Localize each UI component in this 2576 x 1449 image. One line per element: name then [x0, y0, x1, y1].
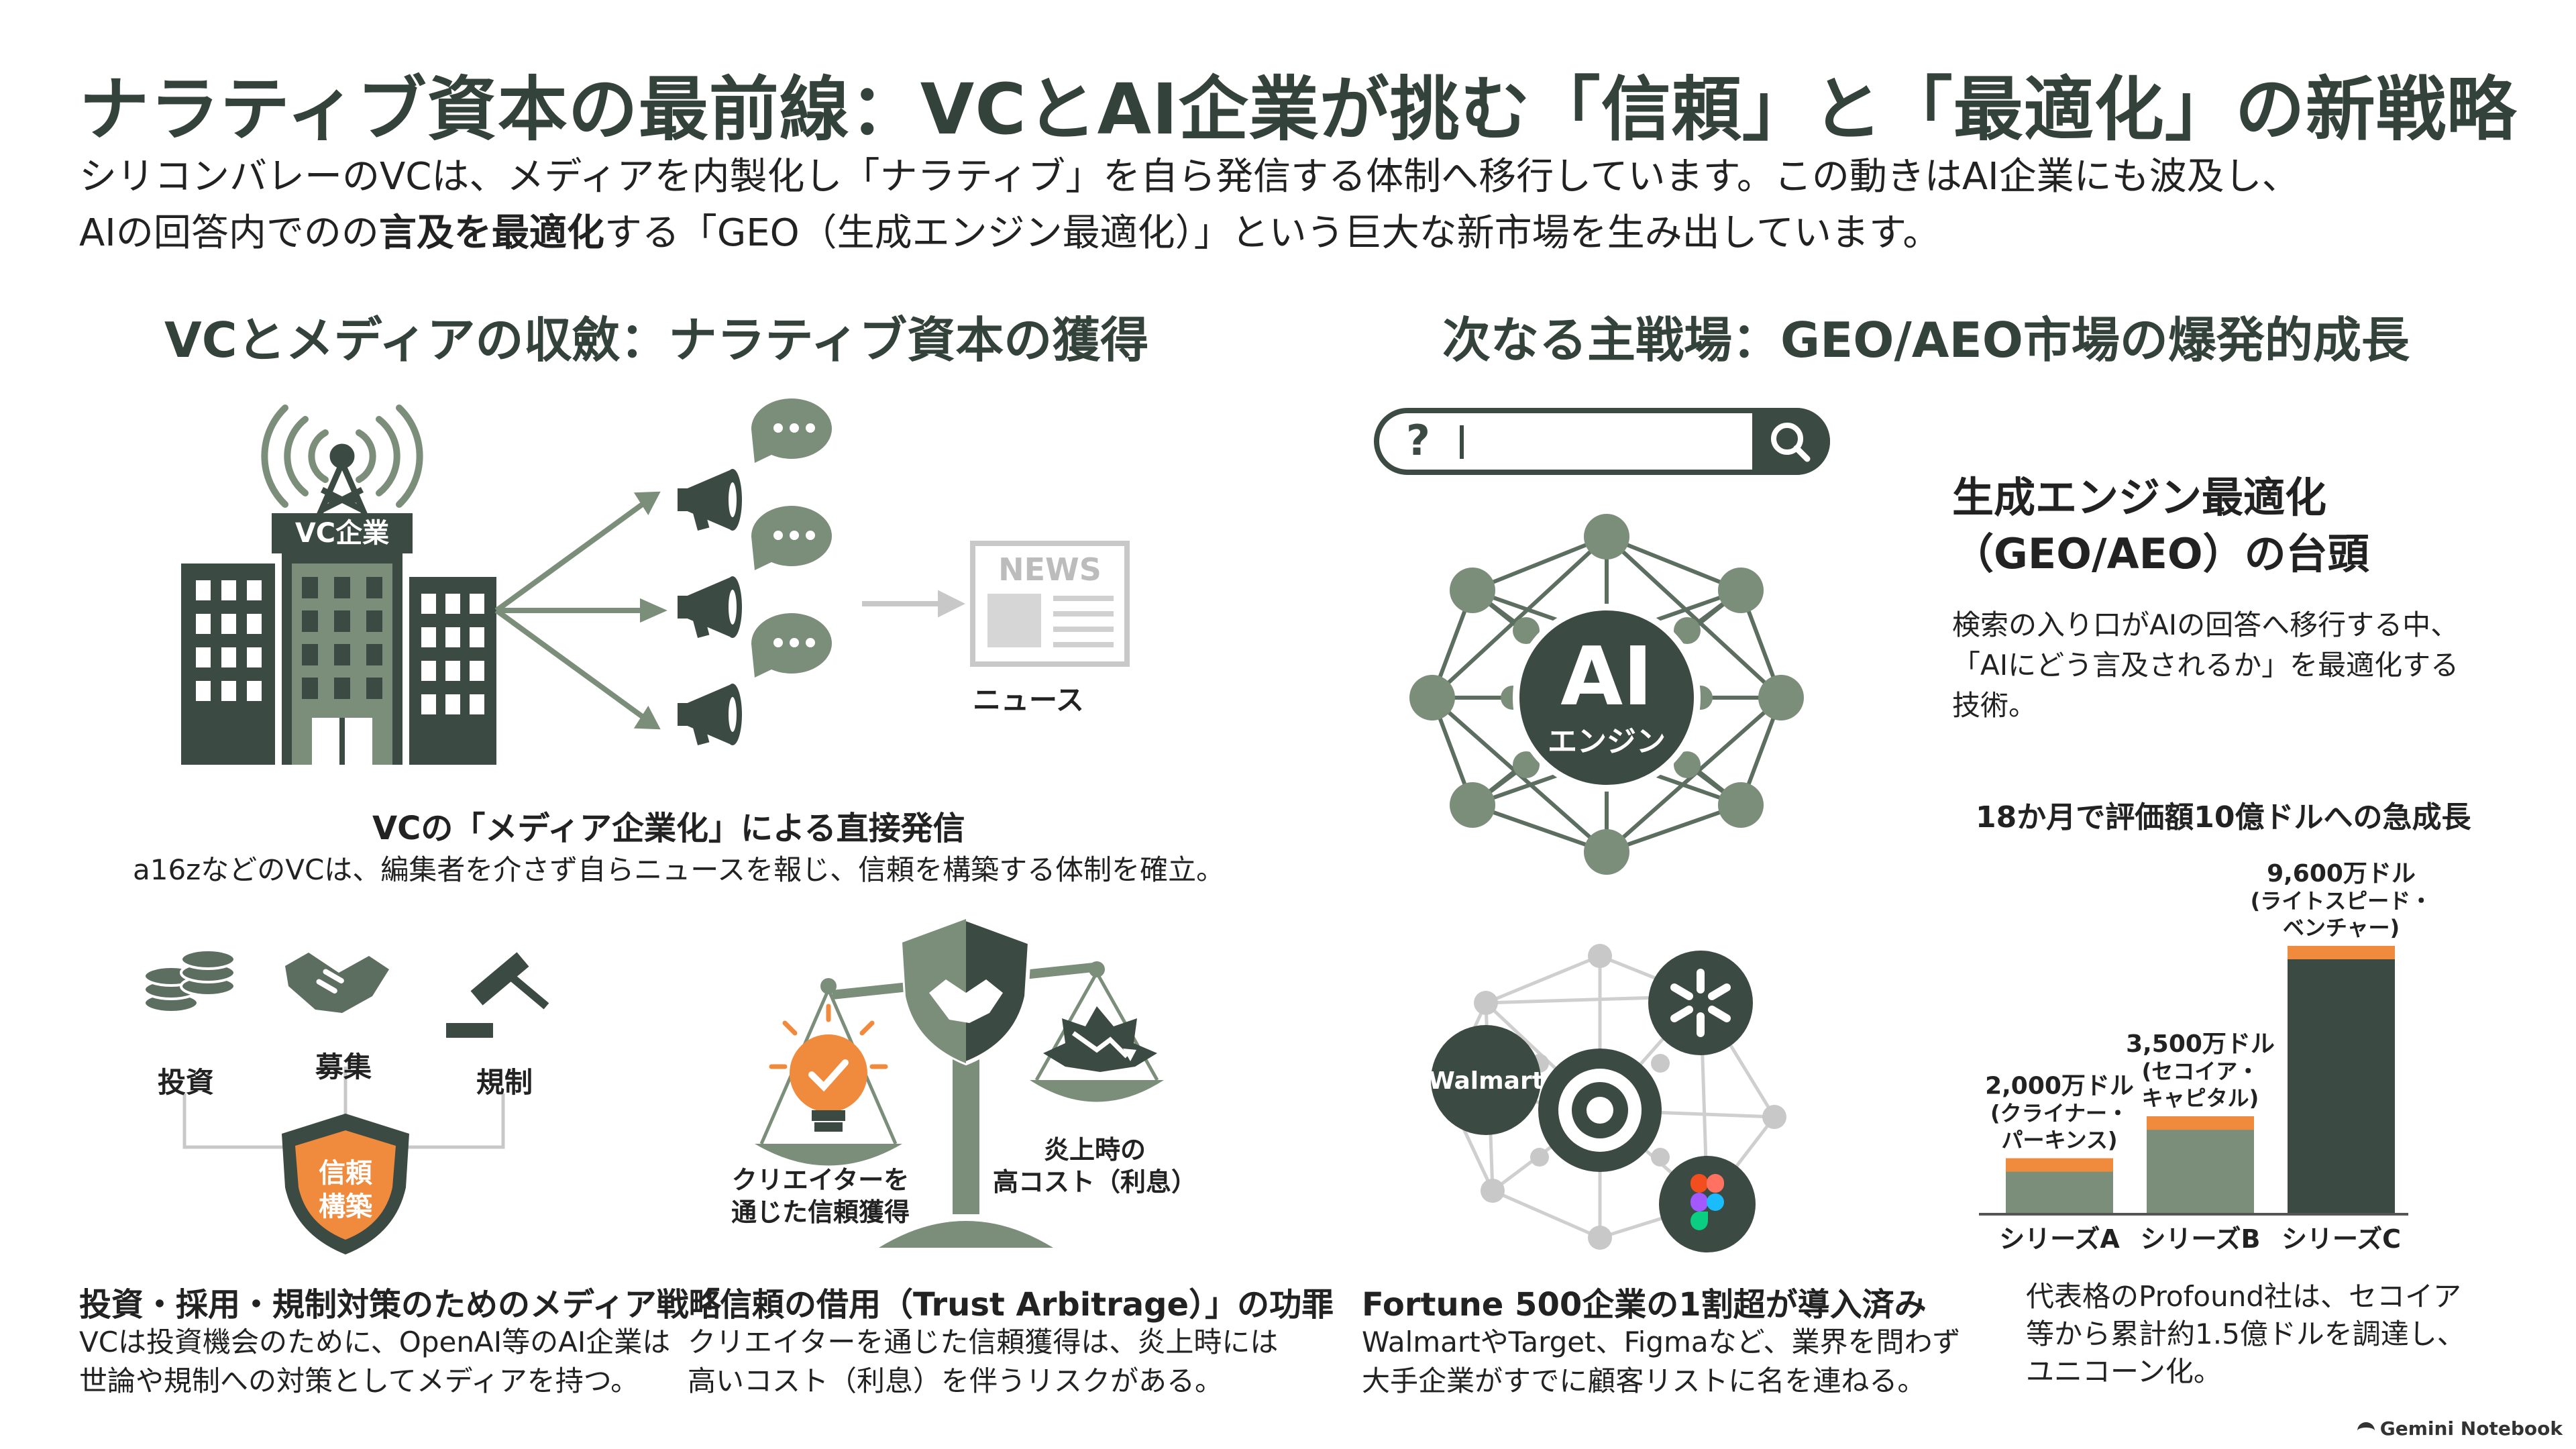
- label-creator-trust: クリエイターを通じた信頼獲得: [731, 1165, 910, 1227]
- walmart-logo: Walmart: [1428, 1025, 1544, 1135]
- page-title: ナラティブ資本の最前線：VCとAI企業が挑む「信頼」と「最適化」の新戦略: [79, 68, 2517, 150]
- bar-cap-2: [2147, 1116, 2254, 1130]
- trust-arbitrage-body: クリエイターを通じた信頼獲得は、炎上時には高いコスト（利息）を伴うリスクがある。: [688, 1326, 1279, 1397]
- lightbulb-check-icon: [769, 1004, 888, 1132]
- bar-value-label: 3,500万ドル: [2126, 1030, 2275, 1058]
- enterprise-body: WalmartやTarget、Figmaなど、業界を問わず大手企業がすでに顧客リ…: [1362, 1326, 1961, 1397]
- bar-value-label: 2,000万ドル: [1985, 1073, 2134, 1100]
- ai-engine-sublabel: エンジン: [1548, 724, 1666, 759]
- lead-text: シリコンバレーのVCは、メディアを内製化し「ナラティブ」を自ら発信する体制へ移行…: [79, 149, 2300, 262]
- bar-investor-label: ベンチャー): [2283, 915, 2400, 941]
- shield-icon: 信頼 構築: [282, 1114, 409, 1254]
- vc-media-illustration: VC企業: [181, 398, 1130, 765]
- search-bar[interactable]: ?: [1374, 408, 1830, 475]
- news-caption: ニュース: [973, 684, 1084, 716]
- bar-cap-3: [2288, 946, 2395, 959]
- vc-company-label: VC企業: [295, 518, 389, 549]
- label-regulation: 規制: [476, 1066, 533, 1099]
- text-cursor: [1460, 425, 1464, 459]
- broadcast-waves-icon: [261, 405, 423, 508]
- office-building-left: [181, 564, 275, 765]
- antenna-tower-icon: [315, 443, 369, 518]
- enterprise-clients-network: Walmart: [1428, 944, 1786, 1252]
- vc-company-building: VC企業: [272, 513, 413, 765]
- left-section-heading: VCとメディアの収斂：ナラティブ資本の獲得: [164, 312, 1149, 368]
- x-tick-label: シリーズA: [1999, 1224, 2120, 1254]
- search-prompt: ?: [1406, 416, 1430, 465]
- x-tick-label: シリーズB: [2140, 1224, 2260, 1254]
- shield-label-1: 信頼: [319, 1158, 373, 1189]
- trust-arbitrage-title: 「信頼の借用（Trust Arbitrage）」の功罪: [688, 1286, 1334, 1324]
- bar-investor-label: (セコイア・: [2142, 1059, 2259, 1084]
- shield-handshake-icon: [900, 916, 1032, 1066]
- label-invest: 投資: [158, 1066, 215, 1099]
- ai-engine-network: AI エンジン: [1409, 514, 1804, 875]
- office-building-right: [409, 577, 496, 765]
- media-strategy-title: 投資・採用・規制対策のためのメディア戦略: [79, 1286, 721, 1324]
- trust-arbitrage-illustration: [755, 916, 1164, 1248]
- arrow-to-news: [862, 590, 965, 618]
- bar-investor-label: パーキンス): [2001, 1128, 2117, 1153]
- bar-3: [2288, 946, 2395, 1214]
- enterprise-title: Fortune 500企業の1割超が導入済み: [1362, 1286, 1927, 1324]
- profound-body: 代表格のProfound社は、セコイア等から累計約1.5億ドルを調達し、ユニコー…: [2026, 1280, 2465, 1388]
- shield-label-2: 構築: [319, 1191, 373, 1222]
- megaphone-icon: [678, 469, 742, 746]
- newspaper-icon: NEWS: [970, 541, 1130, 667]
- bar-cap-1: [2006, 1158, 2113, 1172]
- figma-logo: [1659, 1156, 1756, 1252]
- lead-line-1: シリコンバレーのVCは、メディアを内製化し「ナラティブ」を自ら発信する体制へ移行…: [79, 155, 2300, 199]
- ai-engine-label: AI: [1560, 631, 1653, 724]
- geo-body: 検索の入り口がAIの回答へ移行する中、「AIにどう言及されるか」を最適化する技術…: [1952, 608, 2459, 722]
- right-section-heading: 次なる主戦場：GEO/AEO市場の爆発的成長: [1442, 312, 2410, 368]
- walmart-spark-icon: [1648, 951, 1753, 1055]
- speech-bubble-icon: [751, 398, 832, 678]
- handshake-icon: [285, 953, 389, 1013]
- broadcast-arrows: [494, 491, 667, 730]
- search-button[interactable]: [1752, 408, 1830, 475]
- media-strategy-body: VCは投資機会のために、OpenAI等のAI企業は世論や規制への対策としてメディ…: [79, 1326, 671, 1397]
- ai-engine-core: [1513, 604, 1701, 792]
- chart-title: 18か月で評価額10億ドルへの急成長: [1976, 800, 2471, 835]
- news-label: NEWS: [998, 551, 1102, 588]
- target-logo: [1538, 1049, 1662, 1172]
- bar-investor-label: キャピタル): [2142, 1085, 2259, 1111]
- label-flameout-cost: 炎上時の高コスト（利息）: [993, 1135, 1197, 1197]
- bar-investor-label: (クライナー・: [1990, 1101, 2129, 1126]
- footer-brand: Gemini Notebook: [2357, 1417, 2563, 1440]
- bar-value-label: 9,600万ドル: [2267, 860, 2416, 888]
- gavel-icon: [446, 952, 549, 1038]
- x-tick-label: シリーズC: [2282, 1224, 2401, 1254]
- lead-line-2: AIの回答内でのの言及を最適化する「GEO（生成エンジン最適化）」という巨大な新…: [79, 211, 1941, 255]
- lead-emphasis: 言及を最適化: [378, 211, 604, 255]
- direct-publish-body: a16zなどのVCは、編集者を介さず自らニュースを報じ、信頼を構築する体制を確立…: [133, 853, 1225, 886]
- direct-publish-title: VCの「メディア企業化」による直接発信: [372, 810, 965, 847]
- media-strategy-illustration: 信頼 構築: [143, 949, 549, 1254]
- bar-2: [2147, 1116, 2254, 1214]
- coins-icon: [143, 949, 236, 1014]
- gemini-logo-icon: [2357, 1421, 2375, 1436]
- label-hire: 募集: [315, 1051, 372, 1083]
- fire-crash-icon: [1043, 1006, 1157, 1072]
- valuation-bar-chart: 2,000万ドル(クライナー・パーキンス) シリーズA 3,500万ドル(セコイア・…: [1979, 860, 2432, 1254]
- geo-title: 生成エンジン最適化（GEO/AEO）の台頭: [1952, 473, 2369, 578]
- bar-investor-label: (ライトスピード・: [2251, 888, 2432, 914]
- walmart-label: Walmart: [1428, 1067, 1544, 1095]
- search-icon: [1771, 423, 1811, 462]
